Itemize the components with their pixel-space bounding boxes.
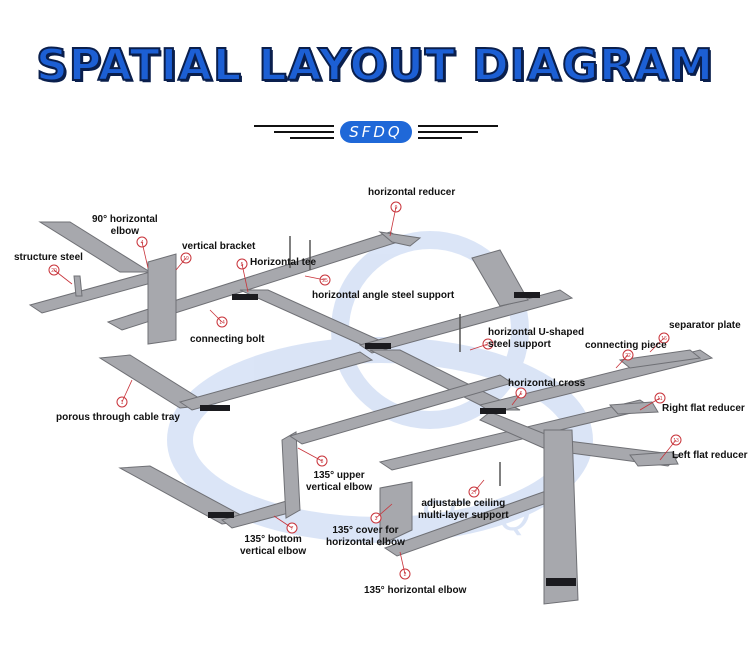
callout-number: 14 <box>219 320 225 326</box>
tray-porous-run <box>178 351 374 411</box>
callout-leader <box>141 241 149 269</box>
label-connecting-piece: connecting piece <box>585 340 667 351</box>
tray-left-flat-reducer <box>629 451 679 467</box>
brand-line-left-2 <box>274 131 334 133</box>
callout-number: 13 <box>673 438 679 444</box>
brand-line-left-3 <box>290 137 334 139</box>
tray-upper-right-run <box>358 289 574 354</box>
label-connecting-bolt: connecting bolt <box>190 334 265 345</box>
callout-leader <box>473 479 485 493</box>
callout-leader <box>659 439 677 461</box>
brand-line-right-2 <box>418 131 478 133</box>
label-135-horizontal-elbow: 135° horizontal elbow <box>364 585 467 596</box>
label-vertical-bracket: vertical bracket <box>182 241 256 252</box>
callout-number: 11 <box>657 396 662 402</box>
label-separator-plate: separator plate <box>669 320 741 331</box>
tray-right-flat-reducer <box>608 401 659 415</box>
callout-leader <box>389 206 397 237</box>
tray-separator-plate <box>618 349 702 369</box>
callout-leader <box>639 397 661 411</box>
tray-135-horizontal-elbow <box>379 481 413 546</box>
callout-number: 20 <box>51 268 57 274</box>
page-title: SPATIAL LAYOUT DIAGRAM <box>35 39 714 92</box>
callout-leader <box>304 275 326 281</box>
label-angle-steel-support: horizontal angle steel support <box>312 290 455 301</box>
callout-number: 1 <box>121 400 124 406</box>
label-horizontal-reducer: horizontal reducer <box>368 187 456 198</box>
label-right-flat-reducer: Right flat reducer <box>662 403 745 414</box>
tray-end-center-cross <box>365 343 391 349</box>
vertical-bracket <box>147 253 177 345</box>
label-horizontal-tee: Horizontal tee <box>250 257 317 268</box>
tray-end-tee <box>232 294 258 300</box>
tray-end-bottom-elbow <box>208 512 234 518</box>
callout-number: 22 <box>625 353 631 359</box>
callout-leader <box>375 503 393 519</box>
tray-upper-vertical-run <box>288 374 514 445</box>
callout-leader <box>615 354 629 369</box>
callout-number: 8 <box>321 459 324 465</box>
label-structure-steel: structure steel <box>14 252 83 263</box>
brand-line-right-3 <box>418 137 462 139</box>
callout-number: 16 <box>661 336 667 342</box>
label-horizontal-cross: horizontal cross <box>508 378 586 389</box>
tray-end-porous <box>200 405 230 411</box>
callout-leader <box>241 263 249 293</box>
callout-leader <box>273 515 293 529</box>
callout-number: 2 <box>404 572 407 578</box>
callout-leader <box>399 551 406 575</box>
structure-steel-post <box>73 275 83 297</box>
label-porous-tray: porous through cable tray <box>56 412 180 423</box>
callout-leader <box>297 447 323 462</box>
tray-structure-steel-run <box>28 271 164 314</box>
brand-line-right-1 <box>418 125 498 127</box>
tray-end-u-riser <box>514 292 540 298</box>
callout-leader <box>469 343 489 351</box>
callout-leader <box>511 392 522 406</box>
tray-vertical-riser <box>281 431 301 519</box>
tray-end-horizontal-cross <box>480 408 506 414</box>
tray-end-drop <box>546 578 576 586</box>
callout-number: 27 <box>471 490 477 496</box>
brand-line-left-1 <box>254 125 334 127</box>
brand-banner: SFDQ <box>0 116 750 150</box>
callout-number: 25 <box>322 278 328 284</box>
callout-number: 7 <box>291 526 294 532</box>
callout-number: 19 <box>183 256 189 262</box>
callout-leader <box>209 309 223 323</box>
brand-logo: SFDQ <box>340 121 412 143</box>
tray-vertical-drop <box>543 429 579 605</box>
callout-number: 6 <box>520 391 523 397</box>
callout-leader <box>175 257 187 271</box>
callout-leader <box>649 337 665 353</box>
callout-number: 23 <box>485 342 491 348</box>
callout-leader <box>53 269 73 285</box>
callout-leader <box>121 379 133 403</box>
callout-number: 3 <box>375 516 378 522</box>
label-left-flat-reducer: Left flat reducer <box>672 450 748 461</box>
